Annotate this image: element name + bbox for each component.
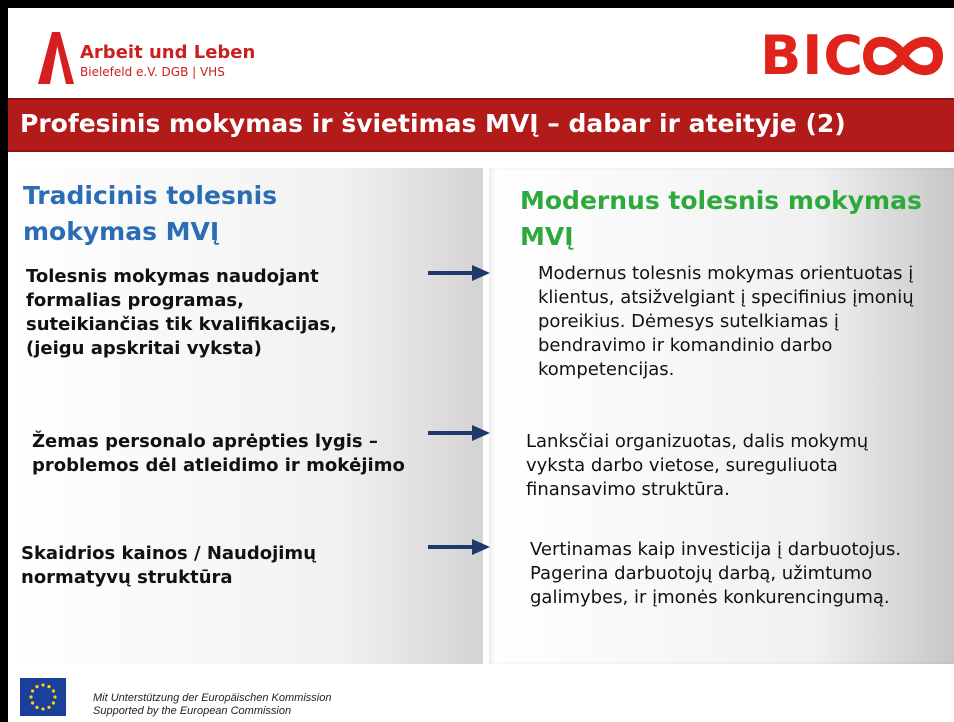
footer-line-2: Supported by the European Commission [93, 705, 292, 717]
org-subtitle: Bielefeld e.V. DGB | VHS [80, 65, 225, 79]
left-heading: Tradicinis tolesnis mokymas MVĮ [23, 181, 278, 246]
infinity-logo-icon [862, 36, 944, 76]
page-title: Profesinis mokymas ir švietimas MVĮ – da… [20, 109, 846, 138]
left-panel [11, 168, 483, 664]
right-heading: Modernus tolesnis mokymas MVĮ [520, 186, 922, 251]
right-item-3: Vertinamas kaip investicija į darbuotoju… [530, 539, 902, 608]
left-item-1: Tolesnis mokymas naudojant formalias pro… [26, 266, 337, 359]
eu-flag-icon [20, 678, 66, 716]
arrow-right-icon [428, 425, 490, 441]
right-panel [489, 168, 954, 664]
footer-text: Mit Unterstützung der Europäischen Kommi… [93, 692, 331, 718]
org-name: Arbeit und Leben [80, 42, 256, 63]
bico-logo-text: BIC [760, 24, 864, 87]
footer: Mit Unterstützung der Europäischen Kommi… [8, 672, 954, 722]
footer-line-1: Mit Unterstützung der Europäischen Kommi… [93, 692, 332, 704]
slide: Arbeit und Leben Bielefeld e.V. DGB | VH… [8, 8, 954, 722]
title-bar: Profesinis mokymas ir švietimas MVĮ – da… [8, 98, 954, 152]
right-item-2: Lanksčiai organizuotas, dalis mokymų vyk… [526, 431, 869, 500]
right-item-1: Modernus tolesnis mokymas orientuotas į … [538, 263, 914, 380]
arbeit-und-leben-mark-icon [38, 32, 74, 84]
bico-logo: BIC [760, 26, 944, 86]
arbeit-und-leben-logo: Arbeit und Leben Bielefeld e.V. DGB | VH… [36, 30, 276, 90]
left-item-3: Skaidrios kainos / Naudojimų normatyvų s… [21, 543, 317, 588]
arrow-right-icon [428, 265, 490, 281]
arrow-right-icon [428, 539, 490, 555]
left-item-2: Žemas personalo aprėpties lygis – proble… [32, 431, 405, 476]
